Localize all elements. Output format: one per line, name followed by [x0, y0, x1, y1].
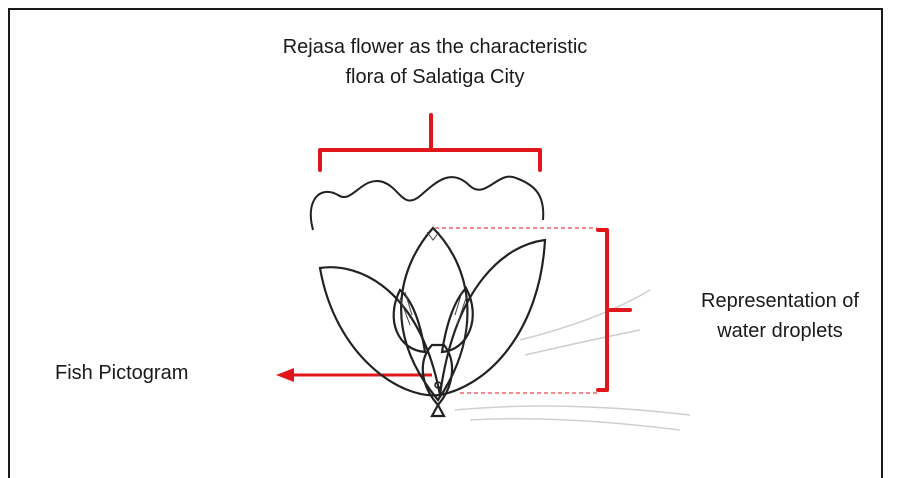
shading-hatches — [400, 232, 466, 325]
dashed-guides — [435, 228, 597, 393]
top-bracket — [320, 115, 540, 170]
fish-arrow — [276, 368, 432, 382]
right-bracket — [598, 230, 630, 390]
background-strokes — [455, 290, 690, 430]
flower-petals — [320, 228, 545, 416]
wavy-crown — [311, 177, 543, 230]
